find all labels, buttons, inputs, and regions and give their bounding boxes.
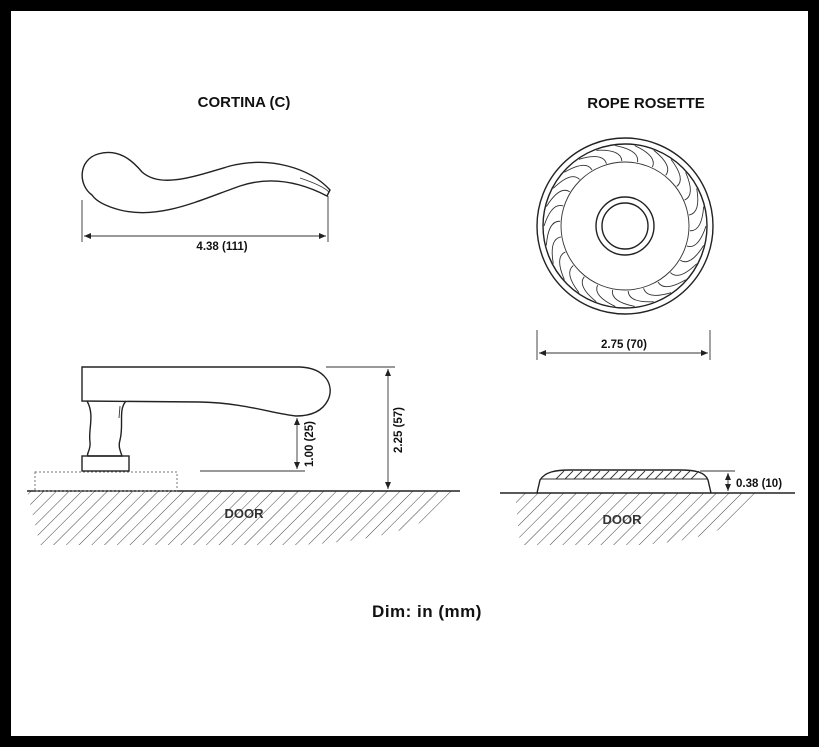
rope-twist	[551, 236, 562, 264]
rope-rib	[609, 470, 619, 480]
rope-twist	[615, 145, 639, 163]
lever-side-view	[81, 366, 331, 472]
rope-rib	[663, 470, 673, 480]
rosette-front-view	[536, 137, 714, 315]
lever-top-view	[81, 151, 331, 214]
rope-twist	[543, 204, 564, 227]
rope-rib	[627, 470, 637, 480]
lever-title: CORTINA (C)	[198, 94, 291, 111]
clearance-dimension	[200, 418, 305, 472]
door-label-right: DOOR	[603, 512, 643, 527]
rosette-title: ROPE ROSETTE	[587, 95, 705, 112]
rosette-diameter-dimension	[536, 330, 711, 360]
rope-rib	[654, 470, 664, 480]
rope-rib	[672, 470, 682, 480]
clearance-label: 1.00 (25)	[304, 421, 316, 467]
drawing-sheet	[11, 11, 808, 736]
projection-dimension	[326, 366, 395, 489]
rope-twist	[564, 164, 593, 173]
rope-rib	[681, 470, 691, 480]
rose-outline-dashed	[34, 471, 178, 492]
door-label-left: DOOR	[225, 506, 265, 521]
rope-twist	[657, 279, 686, 288]
rope-twist	[653, 149, 669, 176]
rope-rib	[582, 470, 592, 480]
rope-rib	[645, 470, 655, 480]
rope-rib	[573, 470, 583, 480]
rope-twist	[569, 265, 580, 293]
rope-twist	[611, 289, 635, 307]
rope-twist	[634, 145, 654, 168]
lever-length-dimension	[81, 196, 329, 242]
rope-twist	[689, 206, 705, 232]
door-hatching-right	[515, 493, 760, 545]
units-label: Dim: in (mm)	[372, 602, 482, 621]
rope-twist	[545, 220, 561, 246]
rope-twist	[688, 188, 699, 216]
rope-twist	[679, 245, 705, 263]
lever-length-label: 4.38 (111)	[196, 241, 247, 253]
rope-twist	[627, 290, 654, 303]
rope-twist	[545, 189, 571, 207]
rope-twist	[559, 251, 566, 280]
rope-twist	[670, 159, 681, 187]
rope-rib	[591, 470, 601, 480]
rope-twist	[578, 156, 607, 164]
door-hatching-left	[27, 491, 460, 545]
rosette-height-dimension	[700, 470, 735, 491]
rope-rib	[564, 470, 574, 480]
rope-rib	[600, 470, 610, 480]
rosette-height-label: 0.38 (10)	[736, 478, 782, 490]
rope-twist	[596, 284, 616, 307]
rope-twist	[670, 263, 698, 276]
rope-rib	[618, 470, 628, 480]
rope-twist	[643, 288, 672, 296]
rosette-side-view	[536, 469, 712, 494]
rope-rib	[555, 470, 565, 480]
rope-twist	[581, 276, 597, 303]
rope-twist	[684, 172, 691, 201]
rope-twist	[686, 225, 707, 248]
rope-twist	[596, 149, 623, 162]
rosette-diameter-label: 2.75 (70)	[601, 339, 647, 351]
projection-label: 2.25 (57)	[393, 407, 405, 453]
rope-rib	[690, 470, 700, 480]
rope-twist	[552, 176, 580, 189]
rope-rib	[636, 470, 646, 480]
